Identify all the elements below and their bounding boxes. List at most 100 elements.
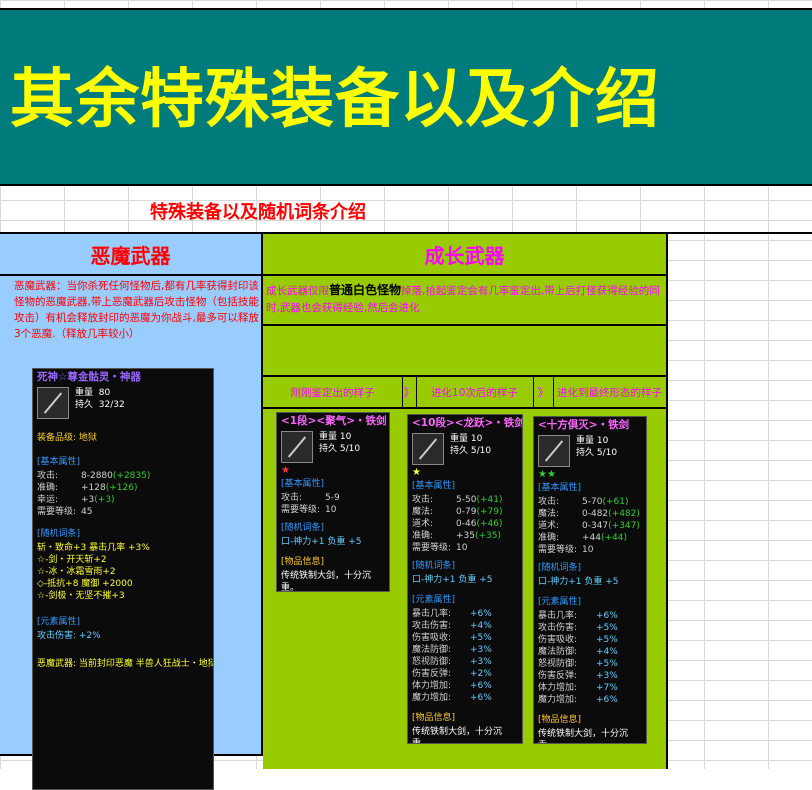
weight-value: 重量 10 [576, 436, 609, 446]
stat-row: 准确:+44 (+44) [538, 532, 642, 544]
demon-footer: 恶魔武器: 当前封印恶魔 半兽人狂战士・地狱 [37, 659, 214, 669]
random-stats-title: [随机词条] [412, 561, 456, 571]
element-row: 暴击几率:+6% [412, 608, 518, 620]
stat-bonus: (+482) [608, 509, 640, 519]
subtitle: 特殊装备以及随机词条介绍 [150, 202, 366, 223]
element-row: 攻击伤害:+5% [538, 622, 642, 634]
step-arrow: 》 [403, 386, 415, 399]
stat-value: 8-2880 [81, 471, 113, 481]
stat-bonus: (+46) [476, 519, 503, 529]
row-divider [263, 375, 666, 377]
stat-value: +35 [456, 531, 475, 541]
element-label: 体力增加: [412, 681, 452, 691]
element-value: +6% [596, 611, 618, 621]
stat-value: 10 [456, 543, 468, 553]
random-stat: ☆-冰・冰霜雪雨+2 [37, 567, 116, 577]
durability-value: 32/32 [98, 400, 125, 410]
random-stat: 口-神力+1 负重 +5 [281, 537, 362, 547]
stat-value: 5-70 [582, 497, 603, 507]
element-row: 伤害反弹:+2% [412, 668, 518, 680]
stat-bonus: (+35) [475, 531, 502, 541]
element-label: 伤害反弹: [412, 669, 452, 679]
random-stat: ☆-剑・开天斩+2 [37, 555, 107, 565]
basic-stats-list: 攻击:5-70 (+61)魔法:0-482 (+482)道术:0-347 (+3… [534, 495, 646, 557]
basic-stats-list: 攻击:8-2880 (+2835)准确:+128 (+126)幸运:+3 (+3… [33, 469, 213, 519]
stat-row: 需要等级:45 [37, 506, 209, 518]
star-icon: ★★ [538, 469, 556, 480]
element-label: 魔力增加: [538, 695, 578, 705]
element-list: 暴击几率:+6%攻击伤害:+5%伤害吸收:+5%魔法防御:+4%怒视防御:+5%… [534, 609, 646, 707]
sword-icon [538, 435, 570, 467]
item-info-text: 传统铁制大剑，十分沉重。 [281, 571, 372, 592]
stat-bonus: (+347) [608, 521, 640, 531]
random-stat: ☆-剑极・无坚不摧+3 [37, 591, 125, 601]
element-label: 怒视防御: [412, 657, 452, 667]
element-title: [元素属性] [37, 617, 81, 627]
element-row: 攻击伤害:+4% [412, 620, 518, 632]
element-list: 暴击几率:+6%攻击伤害:+4%伤害吸收:+5%魔法防御:+3%怒视防御:+3%… [408, 607, 522, 705]
stat-row: 道术:0-46 (+46) [412, 518, 518, 530]
element-label: 体力增加: [538, 683, 578, 693]
item-info-text: 传统铁制大剑，十分沉重。 [412, 727, 503, 744]
stat-bonus: (+79) [476, 507, 503, 517]
stat-row: 魔法:0-79 (+79) [412, 506, 518, 518]
random-stat: 斩・致命+3 暴击几率 +3% [37, 543, 150, 553]
star-icon: ★ [412, 467, 421, 478]
element-row: 怒视防御:+3% [412, 656, 518, 668]
stat-label: 攻击: [37, 471, 59, 481]
stat-label: 幸运: [37, 495, 59, 505]
sword-icon [412, 433, 444, 465]
item-name: <1段><聚气>・铁剑 [281, 415, 387, 427]
basic-stats-list: 攻击:5-9 需要等级:10 [277, 491, 389, 517]
growth-weapon-column: 成长武器 成长武器仅限普通白色怪物掉落,拾起鉴定会有几率鉴定出,带上后打怪获得经… [263, 234, 668, 769]
demon-weapon-card: 死神☆尊金骷灵・神器 重量 80 持久 32/32 装备品级: 地狱 [基本属性… [32, 368, 214, 790]
weight-value: 80 [98, 388, 111, 398]
item-info-title: [物品信息] [412, 713, 456, 723]
stat-row: 需要等级:10 [412, 542, 518, 554]
star-icon: ★ [281, 465, 290, 476]
element-row: 魔力增加: +6% [538, 694, 642, 706]
stat-label: 需要等级: [281, 505, 321, 515]
stat-row: 攻击:5-70 (+61) [538, 496, 642, 508]
stat-label: 道术: [538, 521, 560, 531]
item-info-title: [物品信息] [281, 557, 325, 567]
item-info-title: [物品信息] [538, 715, 582, 725]
stat-value: 5-9 [325, 493, 340, 503]
basic-stats-title: [基本属性] [281, 479, 325, 489]
element-label: 暴击几率: [412, 609, 452, 619]
item-info-text: 传统铁制大剑，十分沉重。 [538, 729, 629, 743]
table-top-border [0, 232, 812, 234]
element-label: 魔法防御: [412, 645, 452, 655]
stat-row: 攻击:5-50 (+41) [412, 494, 518, 506]
stat-bonus: (+44) [601, 533, 628, 543]
element-label: 攻击伤害: [412, 621, 452, 631]
stat-label: 需要等级: [538, 545, 578, 555]
element-label: 魔法防御: [538, 647, 578, 657]
stat-bonus: (+3) [94, 495, 115, 505]
stat-label: 魔法: [538, 509, 560, 519]
element-value: 攻击伤害: +2% [37, 631, 101, 641]
step-initial: 刚刚鉴定出的样子 [290, 386, 375, 399]
item-grade: 装备品级: 地狱 [37, 433, 97, 443]
item-name: <10段><龙跃>・铁剑 [412, 417, 523, 429]
element-value: +4% [596, 647, 618, 657]
stat-row: 攻击:8-2880 (+2835) [37, 470, 209, 482]
stat-row: 道术: 0-347 (+347) [538, 520, 642, 532]
element-value: +5% [470, 633, 492, 643]
row-divider [263, 407, 666, 409]
stat-value: 0-347 [582, 521, 609, 531]
basic-stats-title: [基本属性] [538, 483, 582, 493]
element-value: +6% [596, 695, 618, 705]
element-label: 魔力增加: [412, 693, 452, 703]
stat-row: 准确:+128 (+126) [37, 482, 209, 494]
weight-value: 重量 10 [450, 434, 483, 444]
element-value: +5% [596, 623, 618, 633]
element-label: 伤害吸收: [538, 635, 578, 645]
demon-weapon-description: 恶魔武器：当你杀死任何怪物后,都有几率获得封印该怪物的恶魔武器,带上恶魔武器后攻… [14, 280, 259, 340]
durability-value: 持久 5/10 [319, 444, 361, 454]
element-label: 伤害反弹: [538, 671, 578, 681]
